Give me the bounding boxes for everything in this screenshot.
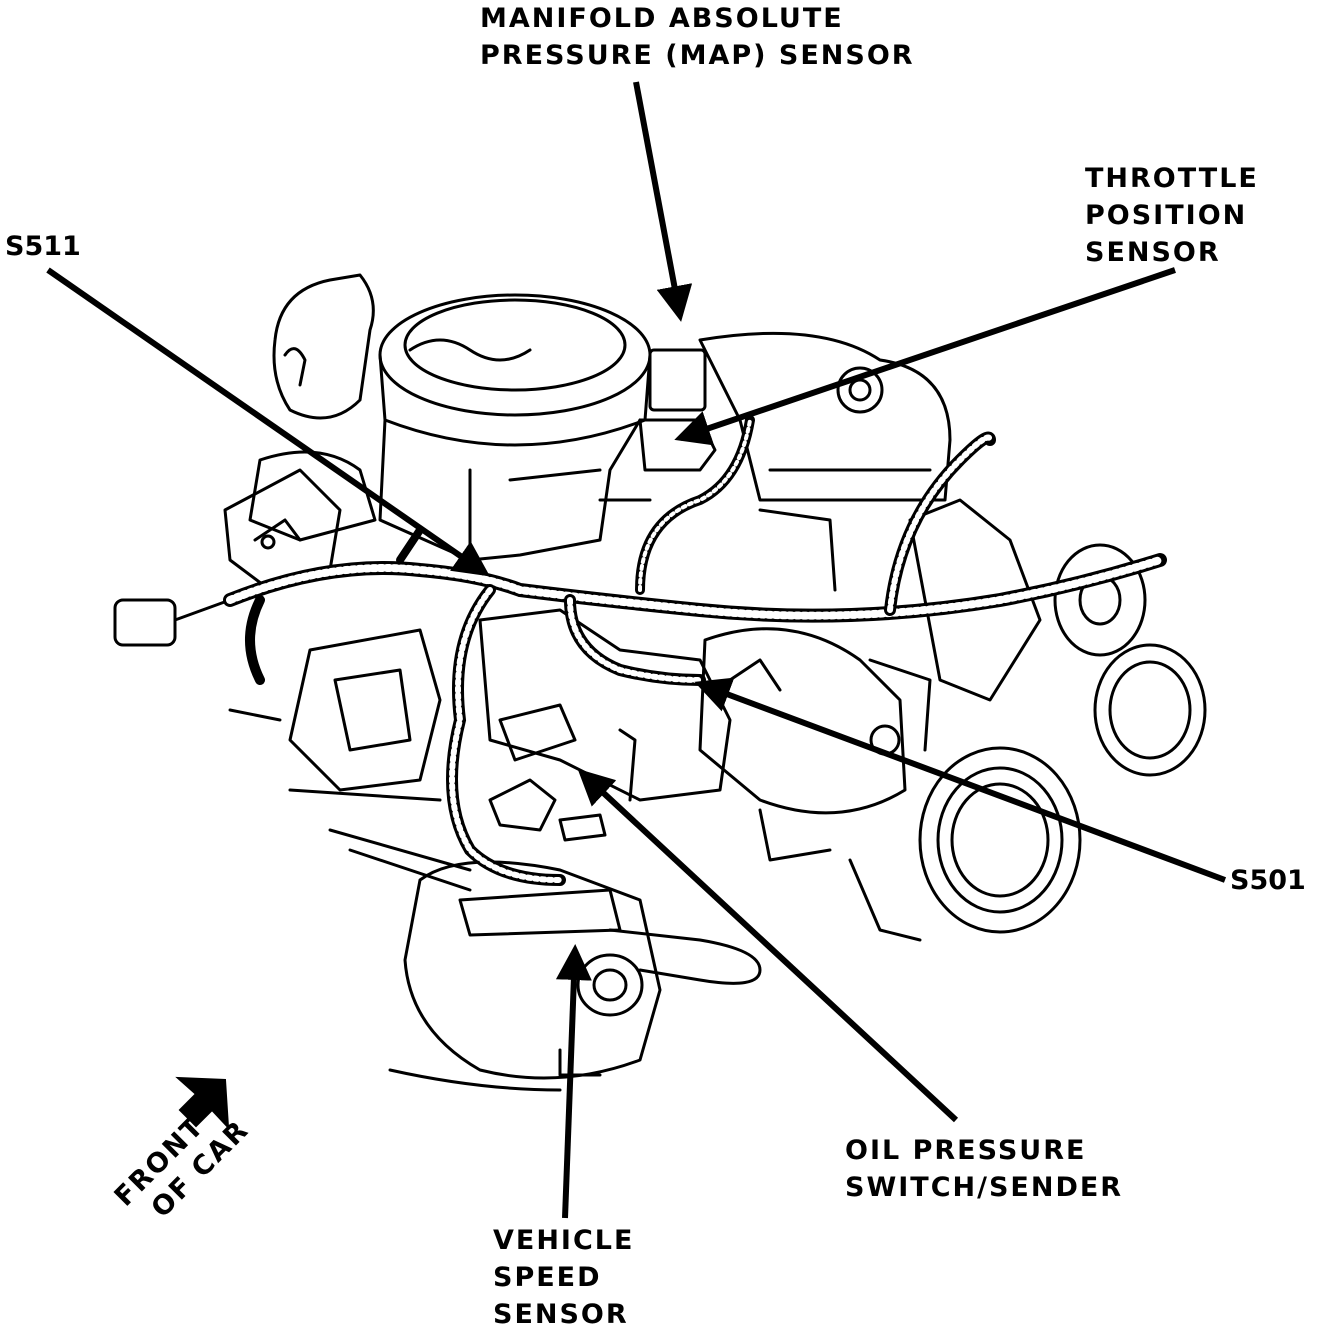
exhaust-manifold bbox=[248, 273, 377, 542]
wiring-harness bbox=[223, 415, 1167, 886]
tps-arrow bbox=[674, 267, 1176, 446]
front-of-car-arrow bbox=[175, 1076, 230, 1130]
oil-pressure-label: OIL PRESSURE SWITCH/SENDER bbox=[845, 1132, 1123, 1206]
crank-pulley bbox=[918, 746, 1082, 934]
vss-label-line3: SENSOR bbox=[493, 1299, 629, 1330]
map-sensor-arrow bbox=[633, 81, 693, 322]
s511-label: S511 bbox=[5, 231, 81, 262]
engine-block-center bbox=[478, 608, 732, 842]
harness-connector-left bbox=[113, 598, 232, 647]
tps-label-line1: THROTTLE bbox=[1085, 163, 1259, 194]
air-cleaner bbox=[378, 293, 652, 447]
s501-arrow bbox=[694, 677, 1227, 883]
map-sensor-label-line2: PRESSURE (MAP) SENSOR bbox=[480, 40, 915, 71]
accessory-bracket bbox=[848, 498, 1042, 942]
s511-arrow bbox=[46, 267, 490, 577]
map-sensor-label-line1: MANIFOLD ABSOLUTE bbox=[480, 3, 844, 34]
valve-cover bbox=[698, 331, 952, 592]
oil-pressure-arrow bbox=[577, 768, 959, 1123]
vss-label-line2: SPEED bbox=[493, 1262, 602, 1293]
tps-label-line2: POSITION bbox=[1085, 200, 1248, 231]
tps-label: THROTTLE POSITION SENSOR bbox=[1085, 160, 1259, 271]
vss-label: VEHICLE SPEED SENSOR bbox=[493, 1222, 634, 1333]
intake-manifold bbox=[378, 418, 652, 562]
oil-pressure-label-line1: OIL PRESSURE bbox=[845, 1135, 1087, 1166]
leader-arrows bbox=[46, 81, 1227, 1219]
map-sensor-label: MANIFOLD ABSOLUTE PRESSURE (MAP) SENSOR bbox=[480, 0, 915, 74]
vss-arrow bbox=[555, 944, 592, 1219]
tps-label-line3: SENSOR bbox=[1085, 237, 1221, 268]
alternator bbox=[698, 627, 907, 862]
engine-block-left bbox=[228, 628, 442, 802]
exhaust-pipe bbox=[608, 928, 762, 985]
oil-pressure-label-line2: SWITCH/SENDER bbox=[845, 1172, 1124, 1203]
s501-label: S501 bbox=[1230, 865, 1306, 896]
vss-label-line1: VEHICLE bbox=[493, 1225, 635, 1256]
map-sensor-shape bbox=[638, 348, 717, 472]
